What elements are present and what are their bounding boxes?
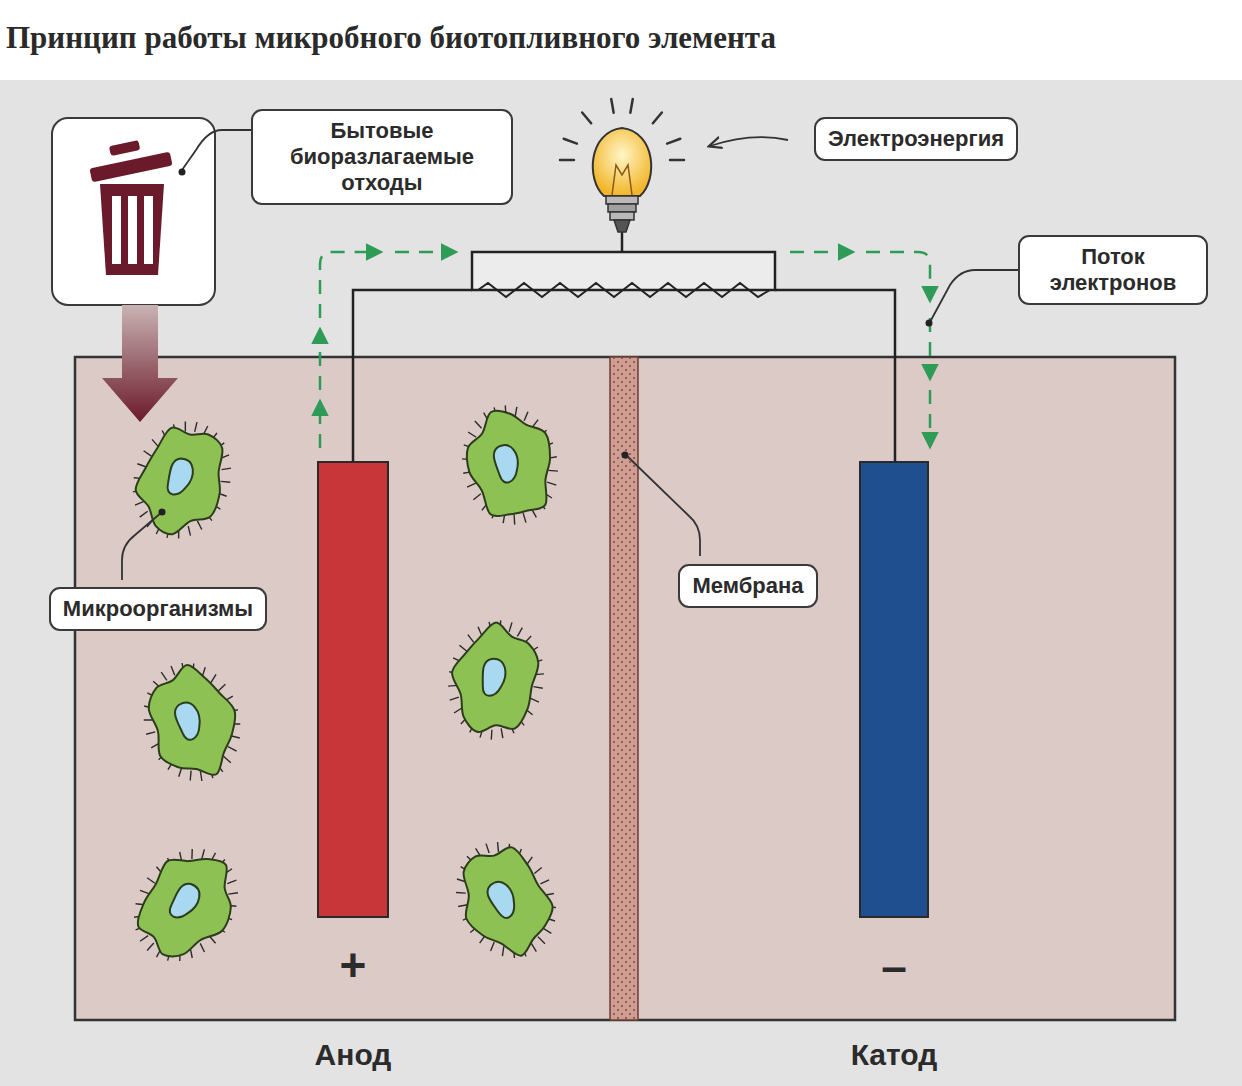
callout-box: Мембрана	[678, 564, 817, 608]
callout-text: Мембрана	[692, 573, 803, 599]
membrane	[610, 357, 638, 1020]
callout-box: Поток электронов	[1018, 235, 1208, 305]
electron-flow-arrow	[320, 252, 930, 448]
callout-text: Бытовые биоразлагаемые отходы	[265, 118, 499, 196]
callout-box: Бытовые биоразлагаемые отходы	[251, 109, 513, 205]
membrane-texture	[610, 357, 638, 1020]
waste-input-arrow	[102, 305, 178, 422]
callout-text: Электроэнергия	[828, 126, 1004, 152]
anode-electrode	[318, 462, 388, 917]
callout-box: Электроэнергия	[814, 117, 1018, 161]
polarity-sign: +	[340, 938, 367, 992]
leader-dot	[159, 169, 933, 516]
cathode-electrode	[860, 462, 928, 917]
wire	[353, 290, 895, 462]
callout-box: Микроорганизмы	[49, 587, 267, 631]
callout-text: Микроорганизмы	[63, 596, 253, 622]
electrode-label: Анод	[315, 1038, 392, 1072]
tank	[75, 357, 1175, 1020]
diagram-title: Принцип работы микробного биотопливного …	[6, 20, 776, 56]
resistor-housing	[472, 252, 775, 290]
background	[0, 80, 1242, 1086]
trash-bin-icon	[89, 140, 172, 275]
light-rays	[560, 99, 684, 160]
icon-panel	[52, 118, 215, 305]
electrode-label: Катод	[851, 1038, 938, 1072]
callout-text: Поток электронов	[1032, 244, 1194, 296]
resistor-symbol	[478, 283, 770, 297]
microorganisms	[113, 398, 574, 981]
light-bulb	[593, 128, 651, 252]
polarity-sign: –	[881, 939, 907, 993]
